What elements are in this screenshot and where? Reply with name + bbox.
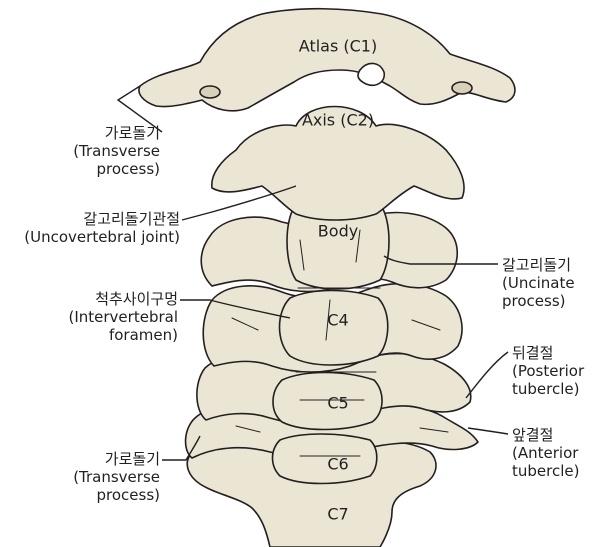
callout-anterior-tubercle-english-2: tubercle): [512, 462, 580, 480]
callout-posterior-tubercle-korean: 뒤결절: [512, 344, 554, 362]
atlas-dens-gap: [357, 62, 386, 87]
c7-label: C7: [327, 504, 349, 524]
axis-label: Axis (C2): [301, 110, 375, 130]
callout-uncovertebral-joint-korean: 갈고리돌기관절: [83, 210, 180, 228]
callout-uncovertebral-joint: 갈고리돌기관절 (Uncovertebral joint): [24, 210, 180, 246]
callout-intervertebral-foramen-korean: 척추사이구멍: [95, 290, 178, 308]
callout-uncinate-process-english-1: (Uncinate: [502, 274, 575, 292]
callout-transverse-lower: 가로돌기 (Transverse process): [73, 450, 160, 504]
c6-body-shape: [271, 433, 378, 485]
callout-posterior-tubercle-english-2: tubercle): [512, 380, 580, 398]
c5-body-shape: [272, 371, 383, 431]
callout-intervertebral-foramen-english-2: foramen): [108, 326, 178, 344]
atlas-right-foramen: [451, 81, 473, 95]
callout-transverse-upper-korean: 가로돌기: [104, 124, 160, 142]
callout-transverse-upper: 가로돌기 (Transverse process): [73, 124, 160, 178]
callout-intervertebral-foramen: 척추사이구멍 (Intervertebral foramen): [69, 290, 179, 344]
callout-transverse-upper-english-1: (Transverse: [73, 142, 160, 160]
callout-uncinate-process-english-2: process): [502, 292, 566, 310]
callout-transverse-lower-english-2: process): [96, 486, 161, 504]
atlas-label: Atlas (C1): [298, 36, 378, 56]
callout-intervertebral-foramen-english-1: (Intervertebral: [68, 308, 179, 326]
callout-anterior-tubercle-korean: 앞결절: [512, 426, 554, 444]
c6-label: C6: [327, 454, 349, 474]
callout-uncovertebral-joint-english: (Uncovertebral joint): [24, 228, 180, 246]
c4-body-shape: [278, 289, 389, 366]
callout-transverse-upper-english-2: process): [96, 160, 161, 178]
callout-posterior-tubercle-english-1: (Posterior: [512, 362, 585, 380]
c4-label: C4: [327, 310, 349, 330]
detail-lines: [231, 229, 449, 457]
atlas-left-foramen: [199, 85, 221, 99]
callout-transverse-lower-english-1: (Transverse: [73, 468, 160, 486]
callout-anterior-tubercle-english-1: (Anterior: [512, 444, 579, 462]
c5-label: C5: [327, 393, 349, 413]
callout-uncinate-process: 갈고리돌기 (Uncinate process): [502, 256, 575, 310]
callout-anterior-tubercle: 앞결절 (Anterior tubercle): [512, 426, 579, 480]
body-label: Body: [317, 221, 359, 241]
callout-posterior-tubercle: 뒤결절 (Posterior tubercle): [512, 344, 584, 398]
callout-uncinate-process-korean: 갈고리돌기: [502, 256, 572, 274]
atlas-vertebra-shape: [138, 7, 516, 112]
callout-transverse-lower-korean: 가로돌기: [104, 450, 160, 468]
